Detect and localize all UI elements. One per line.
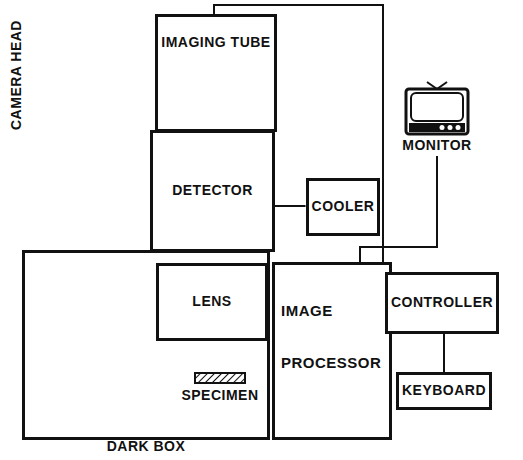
detector-box: DETECTOR: [150, 130, 275, 252]
connector: [443, 334, 445, 372]
node-label: DETECTOR: [172, 183, 253, 198]
imaging-tube-box: IMAGING TUBE: [155, 14, 276, 132]
specimen: SPECIMEN: [175, 372, 265, 404]
image-processor-box: IMAGE PROCESSOR: [272, 262, 392, 440]
node-label: LENS: [192, 294, 231, 309]
monitor-symbol: [404, 80, 470, 136]
cooler-box: COOLER: [306, 178, 381, 236]
node-label: KEYBOARD: [402, 383, 486, 398]
node-label: MONITOR: [402, 138, 471, 153]
group-label: CAMERA HEAD: [8, 20, 24, 130]
node-label: IMAGING TUBE: [161, 35, 270, 50]
lens-box: LENS: [156, 263, 268, 341]
node-label: COOLER: [312, 199, 375, 214]
node-label: IMAGE PROCESSOR: [281, 285, 385, 389]
specimen-sample: [194, 372, 246, 384]
controller-box: CONTROLLER: [385, 272, 499, 334]
node-label: CONTROLLER: [391, 295, 493, 310]
node-label: SPECIMEN: [181, 388, 258, 403]
monitor: MONITOR: [395, 80, 479, 156]
dark-box: DARK BOXLENSSPECIMEN: [22, 250, 270, 440]
keyboard-box: KEYBOARD: [396, 372, 492, 410]
node-label: DARK BOX: [25, 439, 267, 454]
connector: [275, 205, 306, 207]
